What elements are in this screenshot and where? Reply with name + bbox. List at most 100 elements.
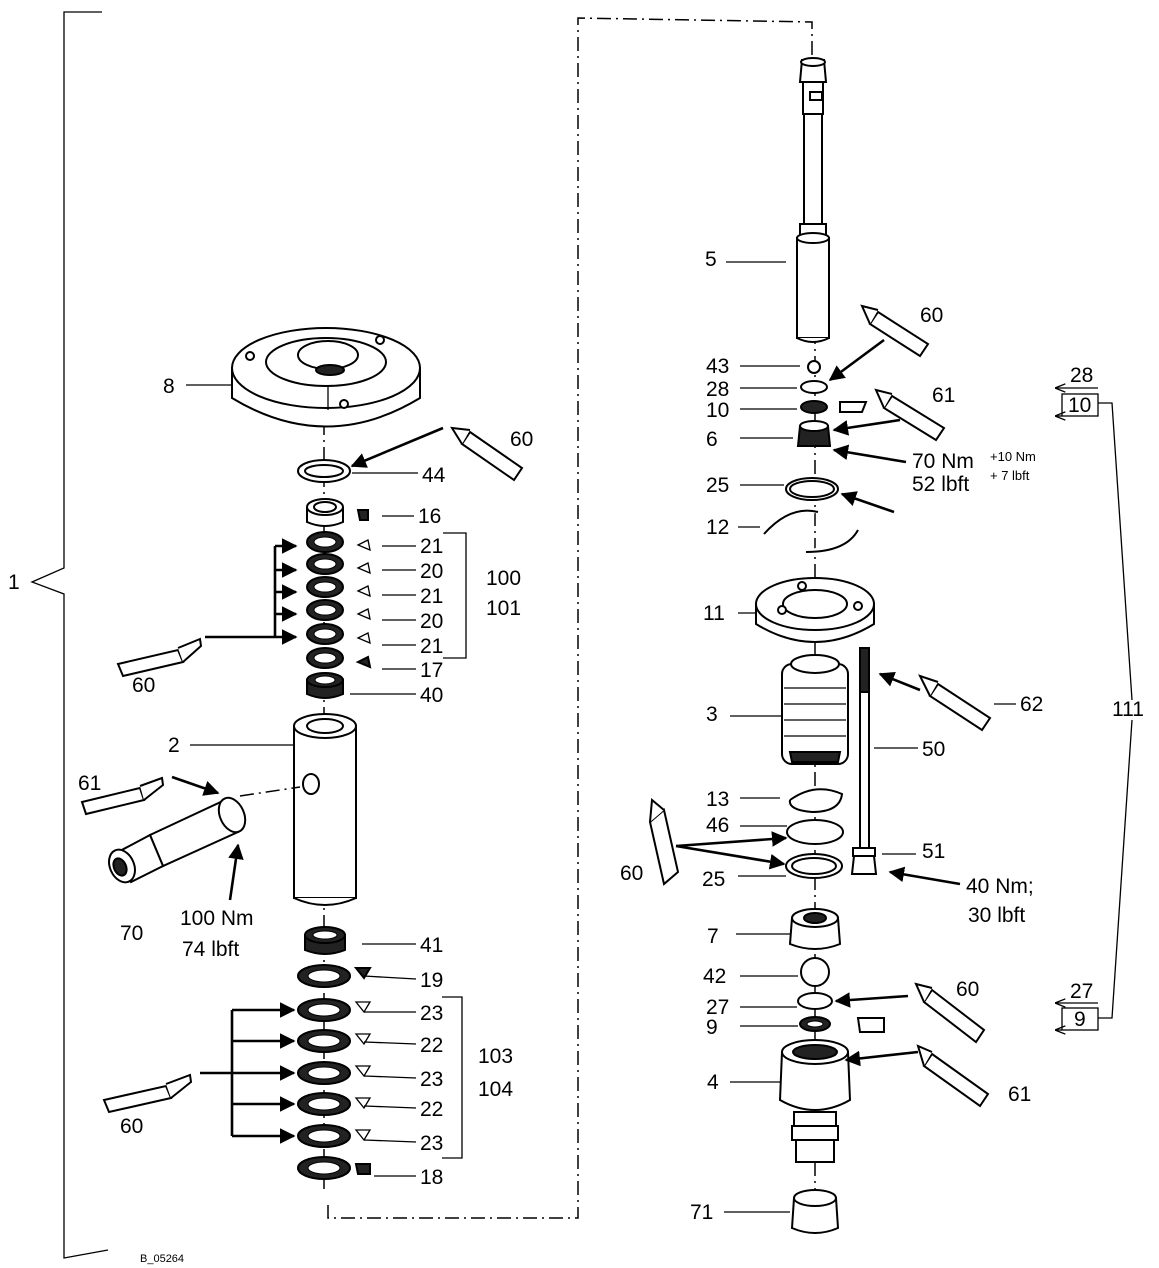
label-12: 12 — [706, 516, 729, 539]
label-2: 2 — [168, 734, 180, 757]
lower-packing-leaders — [363, 975, 417, 1177]
kit-111-bracket — [1056, 388, 1133, 1030]
label-60-oring-28: 60 — [920, 304, 943, 327]
label-16: 16 — [418, 505, 441, 528]
tie-rod-50 — [859, 647, 870, 853]
label-41: 41 — [420, 934, 443, 957]
label-27: 27 — [706, 996, 729, 1019]
gland-16 — [306, 498, 344, 527]
torque-arrow-70 — [228, 843, 244, 901]
torque-6-tol-lbft: + 7 lbft — [990, 468, 1030, 483]
grease-tube-icon-lower — [102, 1073, 193, 1114]
sealant-tube-icon-4 — [916, 1044, 990, 1108]
label-22-second: 22 — [420, 1098, 443, 1121]
label-22-first: 22 — [420, 1034, 443, 1057]
anti-seize-arrow — [878, 671, 921, 692]
torque-arrow-6 — [832, 444, 907, 464]
grease-arrow-28 — [828, 338, 885, 382]
label-60-lower-packings: 60 — [120, 1115, 143, 1138]
torque-70-lbft: 74 lbft — [182, 938, 239, 961]
oring-28 — [800, 380, 828, 394]
retaining-ring-13 — [788, 788, 844, 814]
nut-41 — [304, 926, 346, 955]
label-25-lower: 25 — [702, 868, 725, 891]
label-20-first: 20 — [420, 560, 443, 583]
lower-grease-arrows — [200, 1002, 296, 1144]
oring-46 — [786, 819, 844, 845]
grease-arrow-44 — [350, 426, 444, 468]
upper-grease-arrows — [205, 538, 298, 645]
outlet-fitting-70 — [108, 796, 247, 884]
label-60-oring-27: 60 — [956, 978, 979, 1001]
label-42: 42 — [703, 965, 726, 988]
anti-seize-tube-icon — [918, 674, 992, 732]
outlet-housing-11 — [755, 577, 875, 643]
label-28: 28 — [706, 378, 729, 401]
piston-valve-6 — [796, 420, 832, 447]
sealant-tube-icon-6 — [874, 388, 946, 442]
kit-ref-28: 28 — [1070, 364, 1093, 387]
flange-part — [231, 327, 421, 428]
label-61-fitting: 61 — [78, 772, 101, 795]
label-43: 43 — [706, 355, 729, 378]
label-100: 100 — [486, 567, 521, 590]
bracket-103-104 — [442, 996, 463, 1159]
torque-arrow-51 — [888, 866, 961, 886]
label-46: 46 — [706, 814, 729, 837]
label-44: 44 — [422, 464, 446, 487]
grease-arrow-46 — [675, 831, 788, 848]
label-13: 13 — [706, 788, 729, 811]
foot-valve-housing-7 — [788, 908, 842, 950]
label-111: 111 — [1112, 698, 1144, 721]
label-71: 71 — [690, 1201, 713, 1224]
grease-tube-icon — [116, 637, 203, 678]
grease-tube-icon-28 — [860, 304, 930, 358]
figure-code: B_05264 — [140, 1253, 184, 1265]
label-4: 4 — [707, 1071, 719, 1094]
label-103: 103 — [478, 1045, 513, 1068]
label-11: 11 — [703, 602, 725, 625]
sealant-arrow-70 — [171, 775, 220, 796]
retaining-ring-12 — [763, 509, 859, 553]
label-10: 10 — [706, 399, 729, 422]
grease-arrow-25-upper — [840, 491, 895, 514]
label-61-piston-valve: 61 — [932, 384, 955, 407]
label-62: 62 — [1020, 693, 1043, 716]
upper-packing-leaders — [382, 545, 416, 670]
torque-51-nm: 40 Nm; — [966, 875, 1034, 898]
lower-packing-stack — [297, 964, 351, 1180]
label-60-upper-packings: 60 — [132, 674, 155, 697]
label-9: 9 — [706, 1016, 718, 1039]
label-8: 8 — [163, 375, 175, 398]
grease-arrow-25-lower — [675, 844, 786, 870]
label-104: 104 — [478, 1078, 513, 1101]
torque-6-tol-nm: +10 Nm — [990, 449, 1036, 464]
label-23-third: 23 — [420, 1132, 443, 1155]
upper-packing-stack — [306, 531, 344, 669]
label-23-second: 23 — [420, 1068, 443, 1091]
label-20-second: 20 — [420, 610, 443, 633]
label-7: 7 — [707, 925, 719, 948]
ball-43 — [807, 360, 821, 374]
label-60-oring-46: 60 — [620, 862, 643, 885]
sealant-arrow-6 — [832, 418, 901, 436]
torque-70-nm: 100 Nm — [180, 907, 254, 930]
assembly-bracket — [30, 11, 109, 1259]
kit-ref-9: 9 — [1074, 1008, 1086, 1031]
cylinder-2 — [293, 713, 357, 906]
label-51: 51 — [922, 840, 945, 863]
assembly-label-1: 1 — [8, 571, 20, 594]
nut-40 — [306, 672, 344, 699]
label-61-foot-valve: 61 — [1008, 1083, 1031, 1106]
grease-tube-icon-27 — [914, 982, 986, 1044]
grease-arrow-27 — [834, 992, 909, 1008]
label-21-first: 21 — [420, 535, 443, 558]
kit-ref-10: 10 — [1068, 394, 1091, 417]
oring-27 — [797, 992, 833, 1010]
foot-valve-4 — [778, 1039, 852, 1163]
label-60-seal-44: 60 — [510, 428, 533, 451]
label-19: 19 — [420, 969, 443, 992]
label-70: 70 — [120, 922, 143, 945]
label-18: 18 — [420, 1166, 443, 1189]
